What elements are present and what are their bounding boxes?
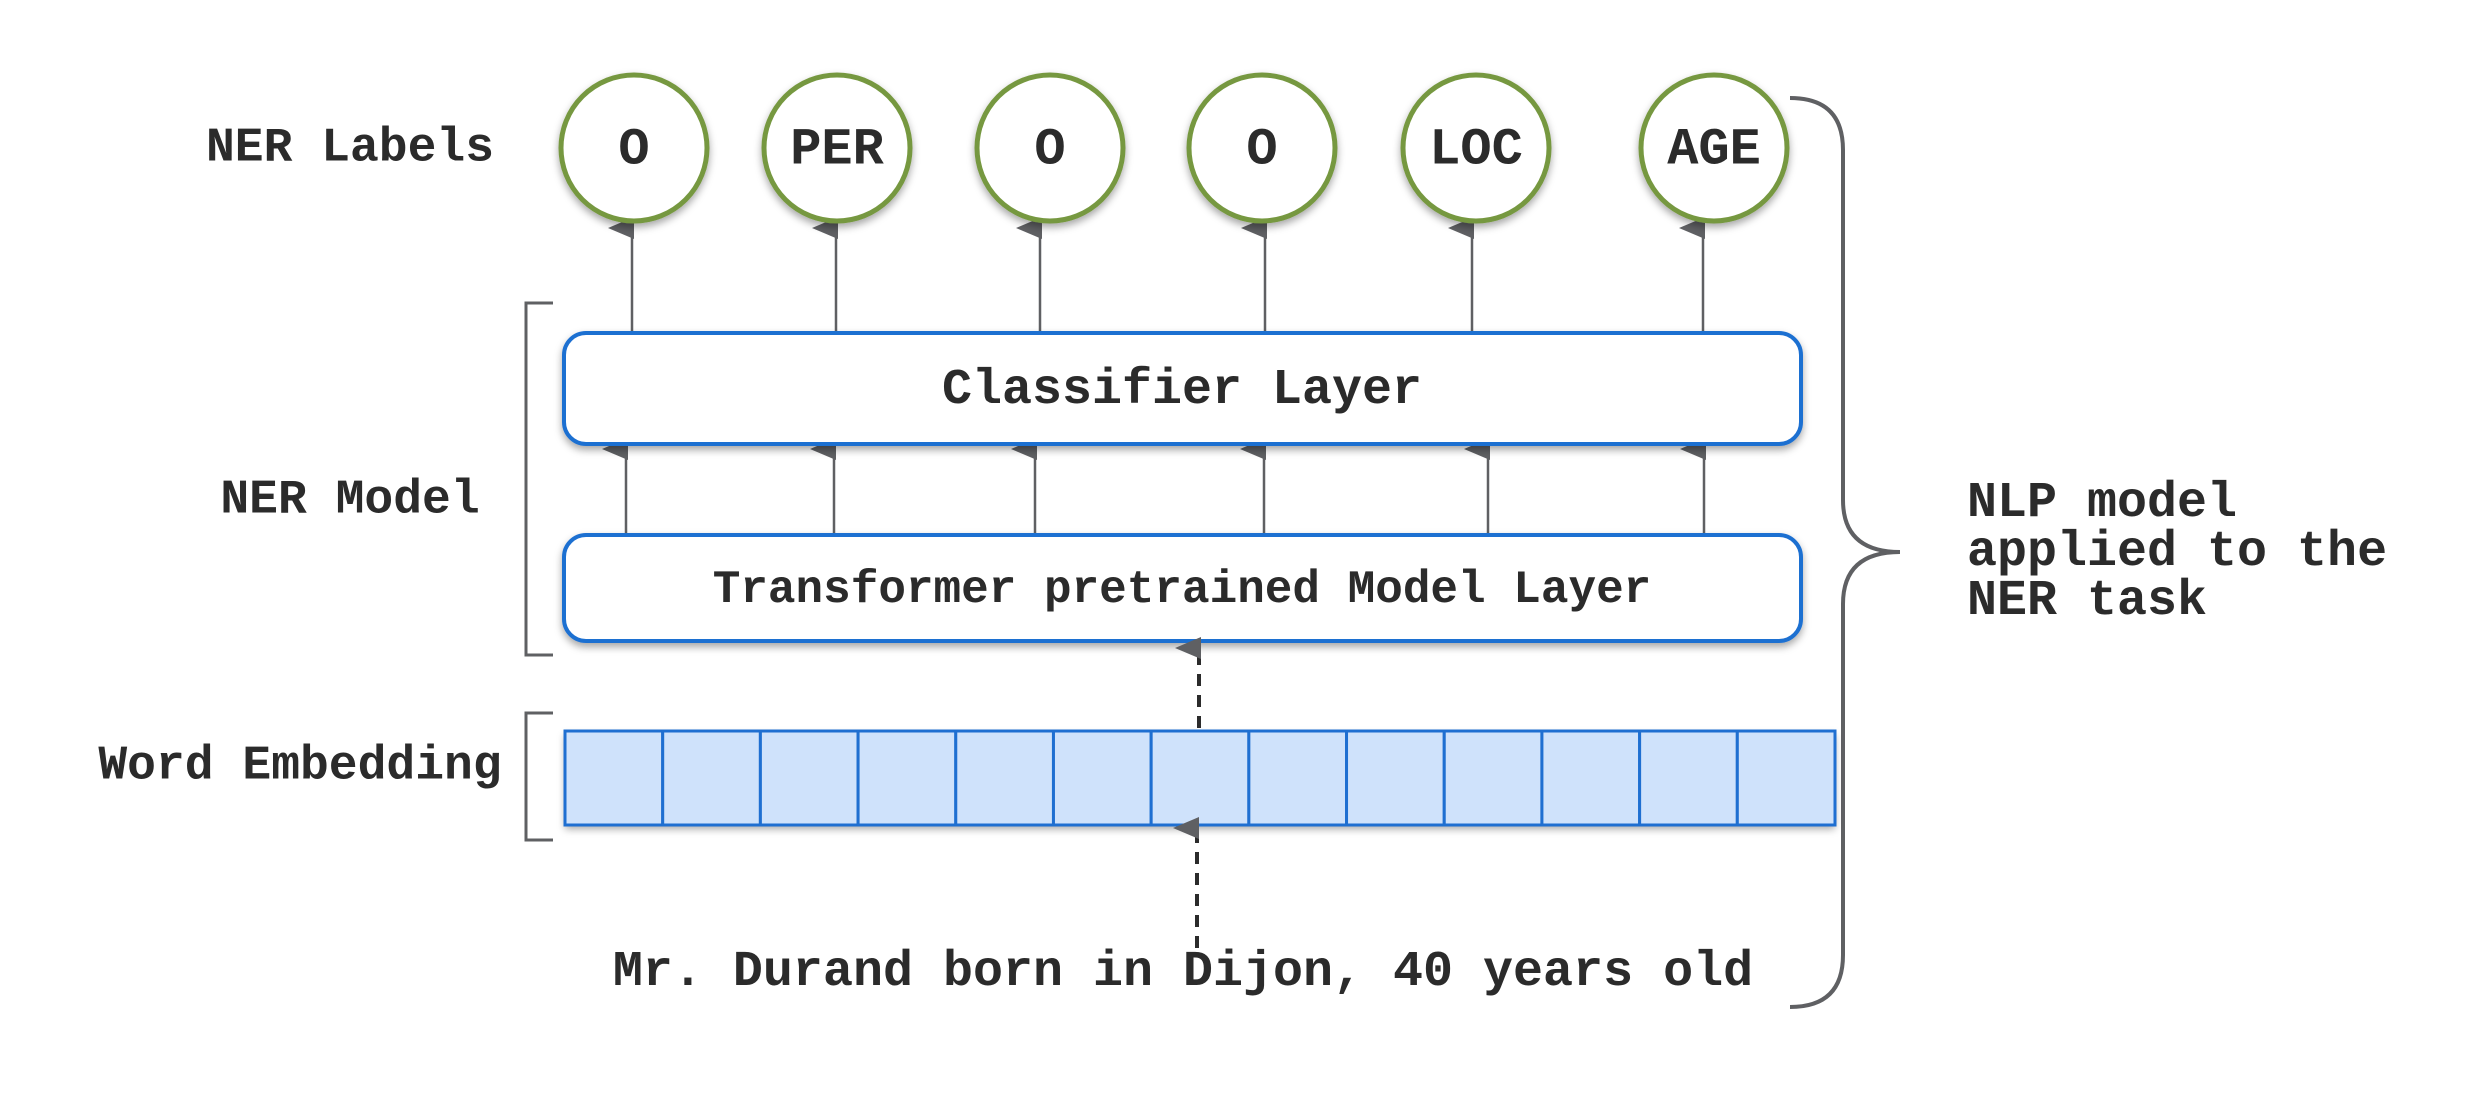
embedding-cell xyxy=(954,729,1055,827)
label-circle xyxy=(558,72,710,224)
classifier-layer-label: Classifier Layer xyxy=(942,362,1422,419)
ner-label-per-2: PER xyxy=(761,72,913,224)
embedding-cell xyxy=(856,729,958,827)
embedding-cell xyxy=(1051,729,1153,827)
embedding-cell xyxy=(1442,729,1544,827)
ner-label-circles: O PER O O LOC AGE xyxy=(558,72,1790,224)
annotation-line-1: NLP model xyxy=(1967,475,2237,532)
transformer-layer-label: Transformer pretrained Model Layer xyxy=(713,564,1652,616)
label-text: LOC xyxy=(1429,121,1523,180)
word-embedding-vector xyxy=(563,729,1837,827)
classifier-to-label-arrows xyxy=(608,217,1705,333)
label-text: PER xyxy=(790,121,884,180)
transformer-to-classifier-arrows xyxy=(602,438,1706,535)
ner-model-bracket xyxy=(524,301,553,657)
ner-label-age-6: AGE xyxy=(1638,72,1790,224)
row-label-word-embedding: Word Embedding xyxy=(98,740,501,794)
label-text: O xyxy=(618,121,649,180)
embedding-cell xyxy=(1735,729,1837,827)
ner-label-o-4: O xyxy=(1186,72,1338,224)
label-circle xyxy=(1638,72,1790,224)
embedding-cell xyxy=(758,729,860,827)
embedding-cell xyxy=(563,729,665,827)
row-label-ner-model: NER Model xyxy=(220,474,479,528)
row-label-ner-labels: NER Labels xyxy=(206,122,494,176)
ner-label-loc-5: LOC xyxy=(1400,72,1552,224)
label-circle xyxy=(1400,72,1552,224)
label-circle xyxy=(974,72,1126,224)
ner-label-o-1: O xyxy=(558,72,710,224)
label-text: AGE xyxy=(1667,121,1761,180)
ner-label-o-3: O xyxy=(974,72,1126,224)
embedding-cell xyxy=(1345,729,1446,827)
classifier-layer-box xyxy=(562,331,1803,446)
embedding-cell xyxy=(1540,729,1642,827)
label-circle xyxy=(1186,72,1338,224)
label-text: O xyxy=(1246,121,1277,180)
annotation-brace xyxy=(1789,96,1901,1009)
embedding-cell xyxy=(1247,729,1349,827)
input-sentence: Mr. Durand born in Dijon, 40 years old xyxy=(613,944,1753,1001)
embedding-cell xyxy=(1149,729,1251,827)
embedding-cell xyxy=(661,729,762,827)
label-text: O xyxy=(1034,121,1065,180)
annotation-line-2: applied to the xyxy=(1967,524,2387,581)
label-circle xyxy=(761,72,913,224)
annotation-line-3: NER task xyxy=(1967,573,2207,630)
embedding-cell xyxy=(1638,729,1739,827)
word-embedding-bracket xyxy=(524,711,553,842)
